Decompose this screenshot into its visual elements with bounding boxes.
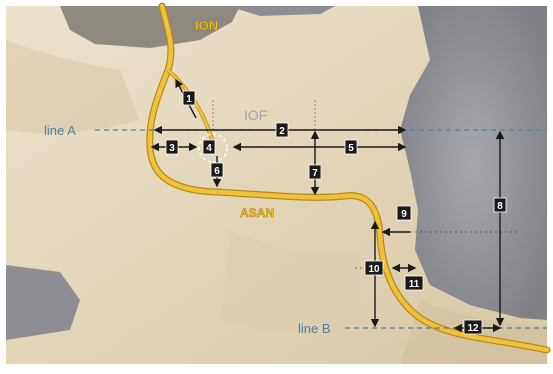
- label-iof: IOF: [244, 107, 267, 123]
- svg-text:4: 4: [206, 143, 212, 154]
- svg-text:2: 2: [279, 126, 285, 137]
- marker-9: 9: [397, 206, 411, 220]
- svg-text:9: 9: [401, 209, 407, 220]
- marker-4: 4: [203, 140, 215, 154]
- svg-text:7: 7: [312, 168, 318, 179]
- svg-text:5: 5: [348, 143, 354, 154]
- svg-text:1: 1: [186, 94, 192, 105]
- label-ion: ION: [195, 18, 218, 33]
- marker-3: 3: [166, 140, 178, 154]
- svg-text:8: 8: [497, 201, 503, 212]
- label-line-b: line B: [298, 321, 331, 336]
- label-asan: ASAN: [240, 206, 274, 220]
- marker-11: 11: [405, 276, 423, 290]
- marker-12: 12: [464, 320, 482, 334]
- svg-text:6: 6: [214, 166, 220, 177]
- marker-1: 1: [183, 91, 195, 105]
- svg-text:12: 12: [467, 323, 479, 334]
- marker-6: 6: [211, 163, 223, 177]
- svg-text:11: 11: [409, 279, 420, 290]
- label-line-a: line A: [44, 123, 76, 138]
- marker-5: 5: [345, 140, 357, 154]
- svg-text:10: 10: [368, 264, 380, 275]
- marker-8: 8: [494, 198, 506, 212]
- marker-10: 10: [365, 261, 383, 275]
- marker-2: 2: [276, 123, 288, 137]
- marker-7: 7: [309, 165, 321, 179]
- svg-text:3: 3: [169, 143, 175, 154]
